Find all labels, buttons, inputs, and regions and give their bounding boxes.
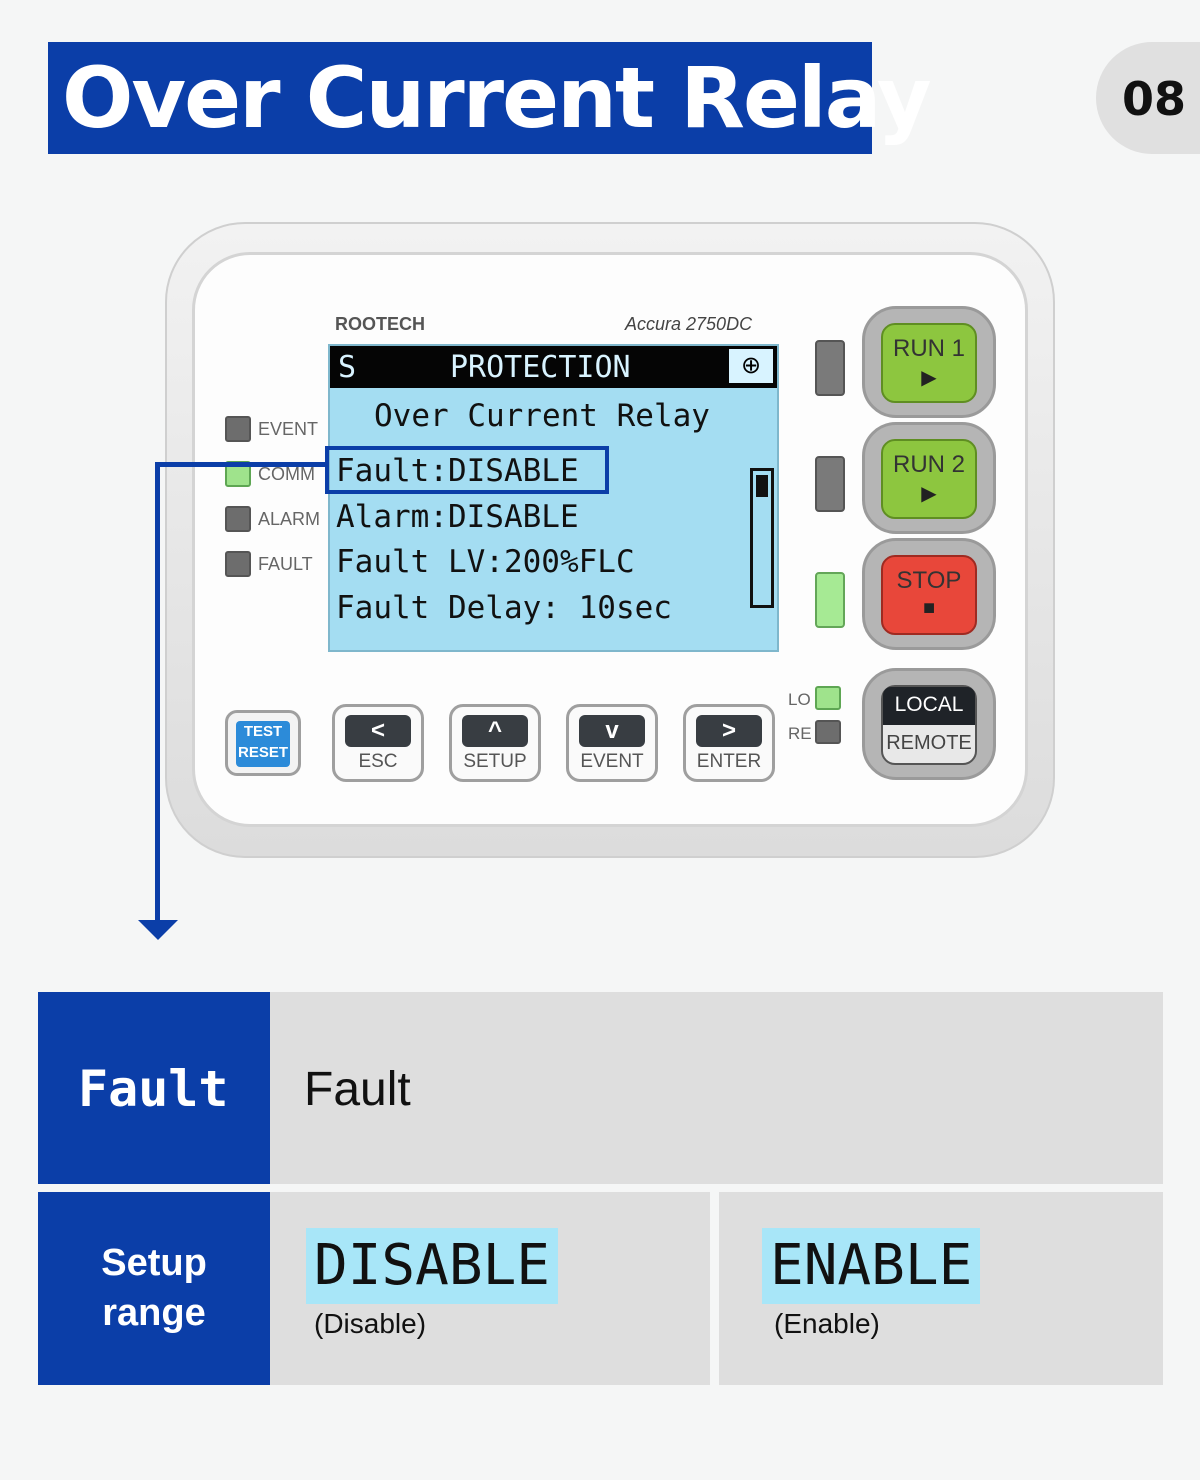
chevron-left-icon: < [345,715,411,747]
esc-button[interactable]: < ESC [332,704,424,782]
local-remote-button[interactable]: LOCAL REMOTE [862,668,996,780]
lcd-header: S PROTECTION ⊕ [330,346,777,388]
brand-logo: ROOTECH [335,314,425,334]
option-enable-cell: ENABLE (Enable) [719,1192,1163,1385]
alarm-led [225,506,251,532]
local-remote-face: LOCAL REMOTE [881,685,977,765]
stop-label: STOP [896,567,962,594]
fault-label-cell: Fault [38,992,270,1184]
model-name: Accura 2750DC [625,314,753,334]
local-led [815,686,841,710]
lcd-scrollbar [750,468,774,608]
run2-label: RUN 2 [892,451,965,478]
connector-line-vertical [155,462,160,922]
lcd-line-alarm: Alarm:DISABLE [336,499,579,535]
play-icon: ▶ [921,483,937,505]
event-button[interactable]: v EVENT [566,704,658,782]
lcd-screen: S PROTECTION ⊕ Over Current Relay Fault:… [328,344,779,652]
lcd-title: PROTECTION [450,350,631,385]
page-number-badge: 08 [1096,42,1200,154]
option-disable-desc: (Disable) [314,1308,427,1339]
lo-label: LO [788,690,811,709]
stop-button-face: STOP ■ [881,555,977,635]
remote-label: REMOTE [886,732,972,754]
lcd-line-fault-delay: Fault Delay: 10sec [336,590,672,626]
run2-indicator-led [815,456,845,512]
fault-lcd-label: Fault [78,1060,229,1118]
play-icon: ▶ [921,367,937,389]
fault-highlight-box [325,446,609,494]
remote-led [815,720,841,744]
title-banner: Over Current Relay [48,42,932,154]
lcd-scroll-thumb [756,475,768,497]
fault-led-label: FAULT [258,554,313,574]
local-label: LOCAL [883,687,975,725]
run1-label: RUN 1 [892,335,965,362]
chevron-up-icon: ^ [462,715,528,747]
arrow-down-icon [138,920,178,940]
reset-label: RESET [237,744,288,761]
run1-button-face: RUN 1 ▶ [881,323,977,403]
event-led-label: EVENT [258,419,319,439]
chevron-right-icon: > [696,715,762,747]
enter-label: ENTER [696,751,762,772]
fault-value-cell: Fault [270,992,1163,1184]
stop-icon: ■ [922,597,936,619]
setup-range-line2: range [102,1292,206,1334]
settings-icon: ⊕ [729,349,773,383]
option-disable-value: DISABLE [306,1228,559,1304]
setup-range-label-cell: Setup range [38,1192,270,1385]
setup-label: SETUP [463,751,527,772]
event-led [225,416,251,442]
page-number: 08 [1122,72,1187,126]
option-enable-value: ENABLE [762,1228,981,1304]
run2-button-face: RUN 2 ▶ [881,439,977,519]
test-label: TEST [243,723,283,740]
page-title: Over Current Relay [62,49,932,147]
test-reset-face: TEST RESET [236,721,290,767]
test-reset-button[interactable]: TEST RESET [225,710,301,776]
chevron-down-icon: v [579,715,645,747]
stop-indicator-led [815,572,845,628]
fault-led [225,551,251,577]
setup-button[interactable]: ^ SETUP [449,704,541,782]
esc-label: ESC [358,751,398,772]
enter-button[interactable]: > ENTER [683,704,775,782]
run1-button[interactable]: RUN 1 ▶ [862,306,996,418]
run2-button[interactable]: RUN 2 ▶ [862,422,996,534]
option-disable-cell: DISABLE (Disable) [270,1192,710,1385]
stop-button[interactable]: STOP ■ [862,538,996,650]
event-label: EVENT [580,751,644,772]
alarm-led-label: ALARM [258,509,321,529]
connector-line [155,462,327,467]
comm-led-label: COMM [258,464,315,484]
lcd-mode: S [338,350,357,385]
lcd-subtitle: Over Current Relay [374,398,710,434]
option-enable-desc: (Enable) [774,1308,880,1339]
re-label: RE [788,724,812,743]
setup-range-line1: Setup [101,1242,207,1284]
lcd-line-fault: Fault:DISABLE [336,453,579,489]
lcd-line-fault-level: Fault LV:200%FLC [336,544,635,580]
run1-indicator-led [815,340,845,396]
fault-description: Fault [304,1063,411,1116]
